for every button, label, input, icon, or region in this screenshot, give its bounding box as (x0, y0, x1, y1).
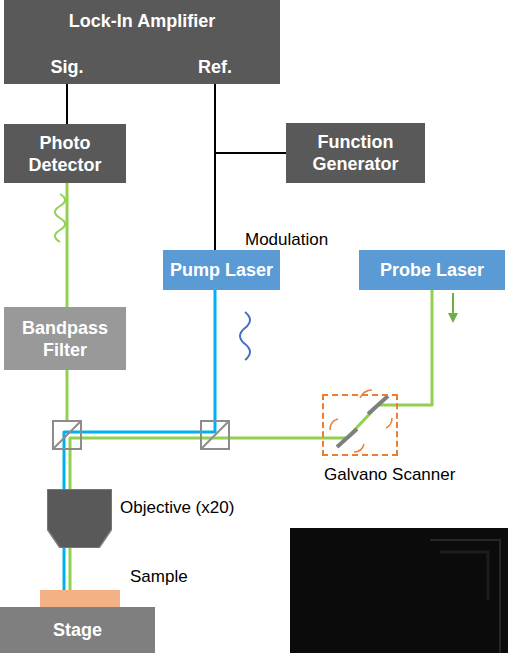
signal-wire (215, 84, 286, 153)
part-label: Objective (x20) (120, 497, 234, 519)
signal-wave (55, 194, 65, 242)
galvo-mirrors (337, 396, 388, 447)
beam-splitters (53, 421, 229, 449)
light-path (69, 548, 72, 590)
stage-block: Stage (0, 607, 155, 653)
beam-splitter (53, 421, 81, 449)
beam-splitter (201, 421, 229, 449)
photo-ground (290, 528, 508, 653)
laser-box: Probe Laser (359, 250, 505, 290)
arrow-head (448, 313, 458, 323)
lens-shape (47, 489, 112, 548)
box-title: Function Generator (292, 131, 419, 175)
beam-splitter (201, 421, 229, 449)
photo-feature (430, 540, 500, 653)
port-label: Sig. (37, 56, 97, 78)
arrow-shaft (452, 293, 454, 314)
box-title: Stage (53, 619, 102, 641)
scanner-box: Galvano Scanner (322, 394, 398, 456)
port-label: Ref. (185, 56, 245, 78)
laser-box: Pump Laser (163, 250, 280, 290)
lens-outline (47, 489, 112, 548)
objective-lens: Objective (x20) (47, 489, 112, 548)
instrument-box: Photo Detector (4, 124, 126, 183)
box-title: Bandpass Filter (10, 317, 120, 361)
instrument-box: Function Generator (286, 123, 425, 183)
part-label: Sample (130, 566, 188, 588)
signal-beam (66, 370, 69, 421)
box-title: Lock-In Amplifier (4, 10, 280, 32)
box-title: Photo Detector (10, 132, 120, 176)
rotation-arrow (330, 419, 338, 430)
beam-splitter (53, 421, 81, 449)
signal-wire (66, 84, 68, 124)
light-path (66, 183, 69, 307)
signal-label: Modulation (245, 230, 328, 250)
mirror (337, 429, 357, 447)
modulation-wave (240, 312, 250, 360)
mirror (368, 396, 388, 414)
direction-arrow (448, 293, 458, 323)
box-title: Pump Laser (170, 259, 273, 281)
box-title: Probe Laser (380, 259, 484, 281)
photo-feature (440, 552, 488, 600)
instrument-box: Lock-In AmplifierSig. Ref. (4, 0, 280, 84)
part-label: Galvano Scanner (324, 464, 455, 486)
light-path (398, 290, 432, 405)
rotation-arrow (386, 418, 392, 428)
rotation-arrow (354, 444, 364, 452)
filter-box: Bandpass Filter (4, 307, 126, 370)
sample-slab: Sample (40, 590, 120, 607)
rotation-arrows (330, 390, 392, 452)
photo-inset (290, 528, 508, 653)
pump-beam (63, 548, 66, 590)
